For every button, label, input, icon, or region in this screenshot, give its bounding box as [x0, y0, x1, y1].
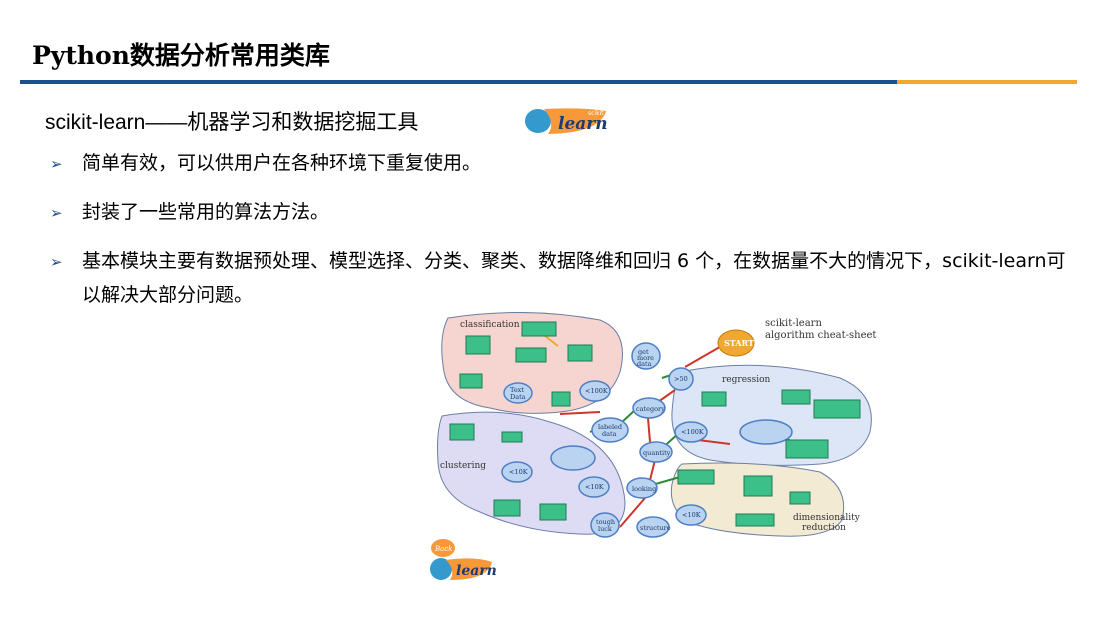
node-luck: luck — [598, 525, 612, 533]
back-logo-text: learn — [456, 563, 497, 579]
node-labeled-data: data — [602, 430, 617, 438]
node-lt10k-clu: <10K — [509, 468, 528, 476]
node-text-data: Data — [510, 393, 526, 401]
list-item: ➢ 简单有效，可以供用户在各种环境下重复使用。 — [50, 150, 1080, 177]
list-item: ➢ 基本模块主要有数据预处理、模型选择、分类、聚类、数据降维和回归 6 个，在数… — [50, 248, 1080, 312]
node-structure: structure — [640, 524, 671, 532]
node-gt50: >50 — [674, 375, 688, 383]
cheatsheet-header-line2: algorithm cheat-sheet — [765, 330, 876, 341]
list-item: ➢ 封装了一些常用的算法方法。 — [50, 199, 1080, 226]
node-text: Text — [510, 386, 524, 394]
start-node: START — [724, 338, 754, 348]
node-labeled: labeled — [598, 423, 622, 431]
regression-label: regression — [722, 375, 771, 385]
bullet-list: ➢ 简单有效，可以供用户在各种环境下重复使用。 ➢ 封装了一些常用的算法方法。 … — [50, 150, 1080, 334]
title-rule-orange — [897, 80, 1077, 84]
algorithm-cheat-sheet: scikit-learn algorithm cheat-sheet class… — [430, 312, 876, 580]
node-get: get — [638, 348, 649, 356]
node-lt10k-mid: <10K — [585, 483, 604, 491]
node-quantity: quantity — [643, 449, 671, 457]
node-looking: looking — [632, 485, 656, 493]
section-subtitle: scikit-learn——机器学习和数据挖掘工具 — [45, 111, 419, 134]
node-more: more — [637, 354, 654, 362]
node-category: category — [636, 405, 665, 413]
logo-text: learn — [558, 114, 608, 134]
logo-small-text: scikit — [588, 110, 604, 117]
node-lt10k-dim: <10K — [682, 511, 701, 519]
page-title: Python数据分析常用类库 — [32, 41, 330, 70]
node-tough: tough — [596, 518, 615, 526]
node-data: data — [637, 360, 652, 368]
bullet-text: 简单有效，可以供用户在各种环境下重复使用。 — [82, 152, 482, 174]
arrow-bullet-icon: ➢ — [50, 204, 63, 222]
bullet-text: 封装了一些常用的算法方法。 — [82, 201, 330, 223]
arrow-bullet-icon: ➢ — [50, 253, 63, 271]
arrow-bullet-icon: ➢ — [50, 155, 63, 173]
cheatsheet-header-line1: scikit-learn — [765, 318, 822, 329]
title-rule-blue — [20, 80, 897, 84]
dimensionality-label-1: dimensionality — [793, 513, 861, 523]
node-lt100k-reg: <100K — [681, 428, 704, 436]
back-label: Back — [434, 545, 452, 553]
bullet-text: 基本模块主要有数据预处理、模型选择、分类、聚类、数据降维和回归 6 个，在数据量… — [82, 250, 1066, 306]
classification-label: classification — [460, 320, 520, 330]
node-lt100k: <100K — [585, 387, 608, 395]
scikit-learn-logo: scikit learn — [525, 108, 608, 134]
clustering-label: clustering — [440, 461, 486, 471]
dimensionality-label-2: reduction — [802, 523, 846, 533]
